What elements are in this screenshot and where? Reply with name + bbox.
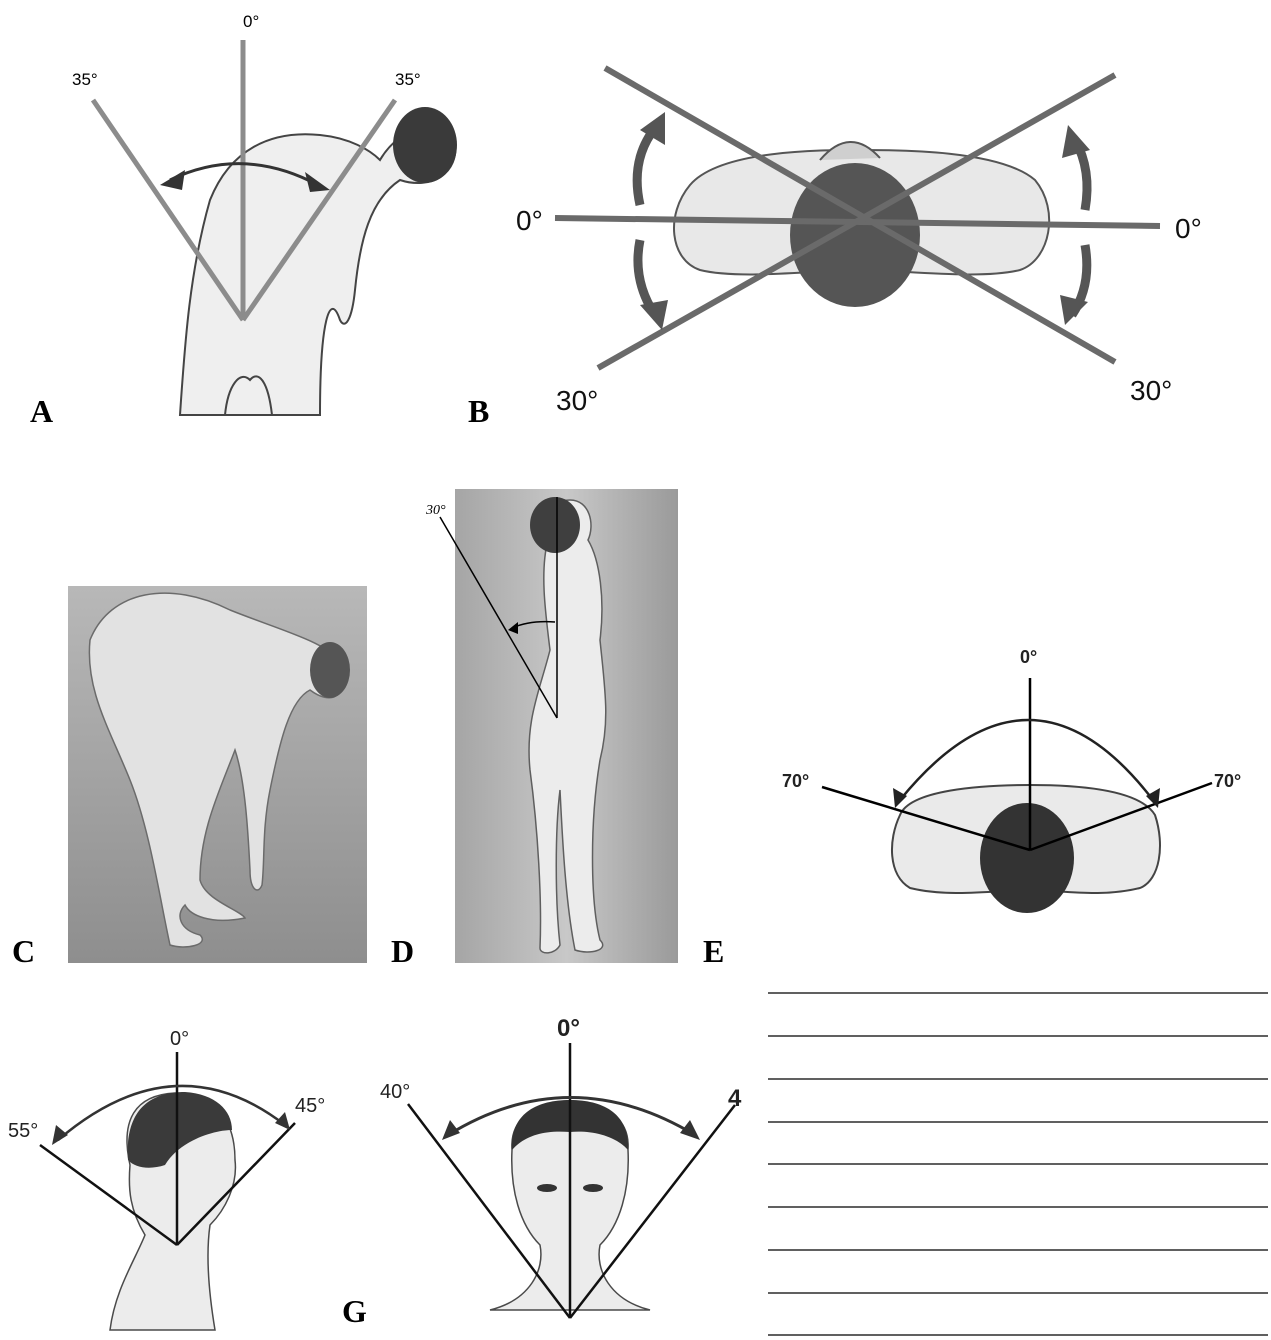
panel-f-right-label: 45° [295, 1095, 325, 1117]
panel-b-left-30-label: 30° [556, 385, 598, 416]
panel-g-top-label: 0° [557, 1015, 580, 1042]
panel-b-left-0-label: 0° [516, 205, 543, 236]
panel-d-angle-label: 30° [425, 503, 446, 518]
panel-a-top-label: 0° [243, 12, 259, 31]
panel-e-letter: E [703, 933, 724, 969]
panel-a: 0° 35° 35° A [30, 12, 457, 429]
panel-g-right-label: 4 [728, 1085, 742, 1112]
panel-d: 30° D [391, 489, 678, 969]
panel-b-letter: B [468, 393, 489, 429]
panel-c: C [12, 586, 367, 969]
panel-g: 0° 40° 4 G [342, 1015, 742, 1329]
panel-e-left-label: 70° [782, 771, 809, 791]
panel-f-left-label: 55° [8, 1120, 38, 1142]
panel-f-top-label: 0° [170, 1028, 189, 1050]
ruled-lines [768, 993, 1268, 1335]
panel-a-letter: A [30, 393, 53, 429]
panel-d-letter: D [391, 933, 414, 969]
panel-g-left-label: 40° [380, 1081, 410, 1103]
panel-g-letter: G [342, 1293, 367, 1329]
panel-b: 0° 0° 30° 30° B [468, 68, 1202, 429]
panel-e: 0° 70° 70° E [703, 647, 1241, 969]
panel-b-right-30-label: 30° [1130, 375, 1172, 406]
panel-f: 0° 55° 45° [8, 1028, 325, 1330]
panel-a-left-label: 35° [72, 70, 98, 89]
panel-e-top-label: 0° [1020, 647, 1037, 667]
panel-b-right-0-label: 0° [1175, 213, 1202, 244]
panel-c-letter: C [12, 933, 35, 969]
panel-a-right-label: 35° [395, 70, 421, 89]
panel-e-right-label: 70° [1214, 771, 1241, 791]
